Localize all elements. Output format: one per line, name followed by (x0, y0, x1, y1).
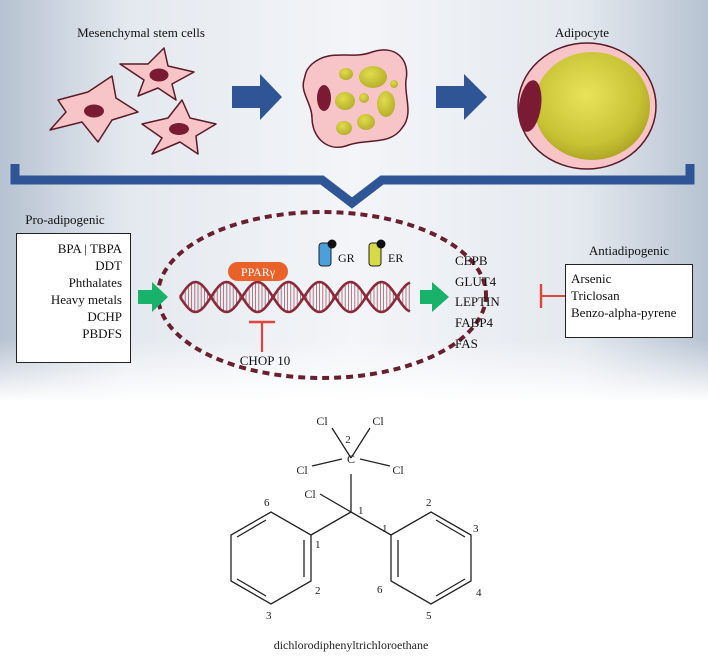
molecule-labels: Cl Cl Cl Cl Cl C 2 1 1 1 2 3 4 5 6 6 2 3 (264, 414, 482, 622)
locant-right-5: 5 (426, 610, 432, 622)
bond-c2-cl-d (359, 458, 391, 467)
dna-strand-2 (178, 280, 411, 314)
cl-label-top-left: Cl (316, 414, 328, 428)
arrow-stem-to-pre (232, 74, 282, 120)
antiadipogenic-title: Antiadipogenic (589, 243, 669, 258)
locant-right-1: 1 (382, 523, 388, 535)
preadipocyte (302, 49, 409, 149)
stem-cells-label: Mesenchymal stem cells (77, 25, 205, 40)
bond-c1-cl (319, 493, 352, 513)
right-ring-double-3 (435, 578, 466, 597)
anti-item-triclosan: Triclosan (571, 288, 620, 303)
pro-item-bpa: BPA | TBPA (57, 241, 122, 256)
bond-c2-cl-c (311, 458, 343, 467)
pparg-badge (228, 262, 288, 281)
stem-cell-2 (119, 47, 195, 101)
stem-cell-3 (141, 99, 217, 155)
adipocyte-label: Adipocyte (555, 25, 609, 40)
locant-left-2: 2 (315, 585, 321, 597)
cl-label-c1: Cl (304, 487, 316, 501)
locant-left-3: 3 (266, 610, 272, 622)
pro-item-dchp: DCHP (87, 309, 122, 324)
left-benzene-ring (230, 511, 312, 605)
molecule-name: dichlorodiphenyltrichloroethane (274, 638, 429, 652)
locant-left-1: 1 (315, 539, 321, 551)
bond-c2-cl-a (331, 427, 352, 459)
left-ring-double-3 (236, 519, 267, 538)
pro-item-ddt: DDT (95, 258, 122, 273)
green-arrow-right (420, 282, 449, 312)
pro-adipogenic-box: BPA | TBPA DDT Phthalates Heavy metals D… (16, 233, 131, 363)
cl-label-mid-left: Cl (296, 463, 308, 477)
locant-right-4: 4 (476, 587, 482, 599)
bond-c1-ring-right (350, 511, 392, 536)
gene-fabp4: FABP4 (455, 315, 494, 330)
gene-cepb: CEPB (455, 253, 488, 268)
locant-right-3: 3 (473, 523, 479, 535)
locant-left-6: 6 (264, 497, 270, 509)
arrow-pre-to-adipocyte (436, 74, 487, 120)
anti-item-benzo: Benzo-alpha-pyrene (571, 305, 677, 320)
antiadipogenic-box: Arsenic Triclosan Benzo-alpha-pyrene (565, 264, 693, 338)
adipocyte-cell (517, 42, 657, 170)
chop-label: CHOP 10 (240, 353, 290, 368)
gene-leptin: LEPTIN (455, 294, 500, 309)
ddt-structure (230, 427, 472, 605)
stem-cell-1 (49, 75, 139, 143)
gene-fas: FAS (455, 336, 478, 351)
bond-c2-cl-b (350, 427, 371, 459)
pro-item-phthalates: Phthalates (68, 275, 122, 290)
er-label: ER (388, 251, 403, 265)
gene-glut4: GLUT4 (455, 274, 497, 289)
gr-receptor-icon (318, 239, 337, 267)
locant-right-6: 6 (377, 584, 383, 596)
gr-label: GR (338, 251, 355, 265)
left-ring-double-2 (236, 578, 267, 597)
er-receptor-icon (368, 239, 386, 267)
pro-item-pbdfs: PBDFS (82, 326, 122, 341)
pro-adipogenic-title: Pro-adipogenic (25, 212, 105, 227)
pro-item-heavy-metals: Heavy metals (50, 292, 122, 307)
green-arrow-left (138, 282, 168, 312)
anti-item-arsenic: Arsenic (571, 271, 612, 286)
carbon-c2-label: C (347, 452, 355, 466)
right-benzene-ring (390, 511, 472, 605)
gene-list: CEPB GLUT4 LEPTIN FABP4 FAS (455, 253, 500, 351)
locant-c2: 2 (345, 434, 351, 446)
locant-right-2: 2 (426, 497, 432, 509)
locant-c1: 1 (358, 505, 364, 517)
cl-label-top-right: Cl (372, 414, 384, 428)
dna-strand-1 (178, 280, 411, 314)
right-ring-double-2 (435, 519, 466, 538)
cl-label-mid-right: Cl (392, 463, 404, 477)
brace-bracket (10, 164, 695, 209)
bond-c1-ring-left (310, 511, 352, 536)
pparg-label: PPARγ (241, 265, 276, 279)
dna-helix (178, 280, 411, 314)
